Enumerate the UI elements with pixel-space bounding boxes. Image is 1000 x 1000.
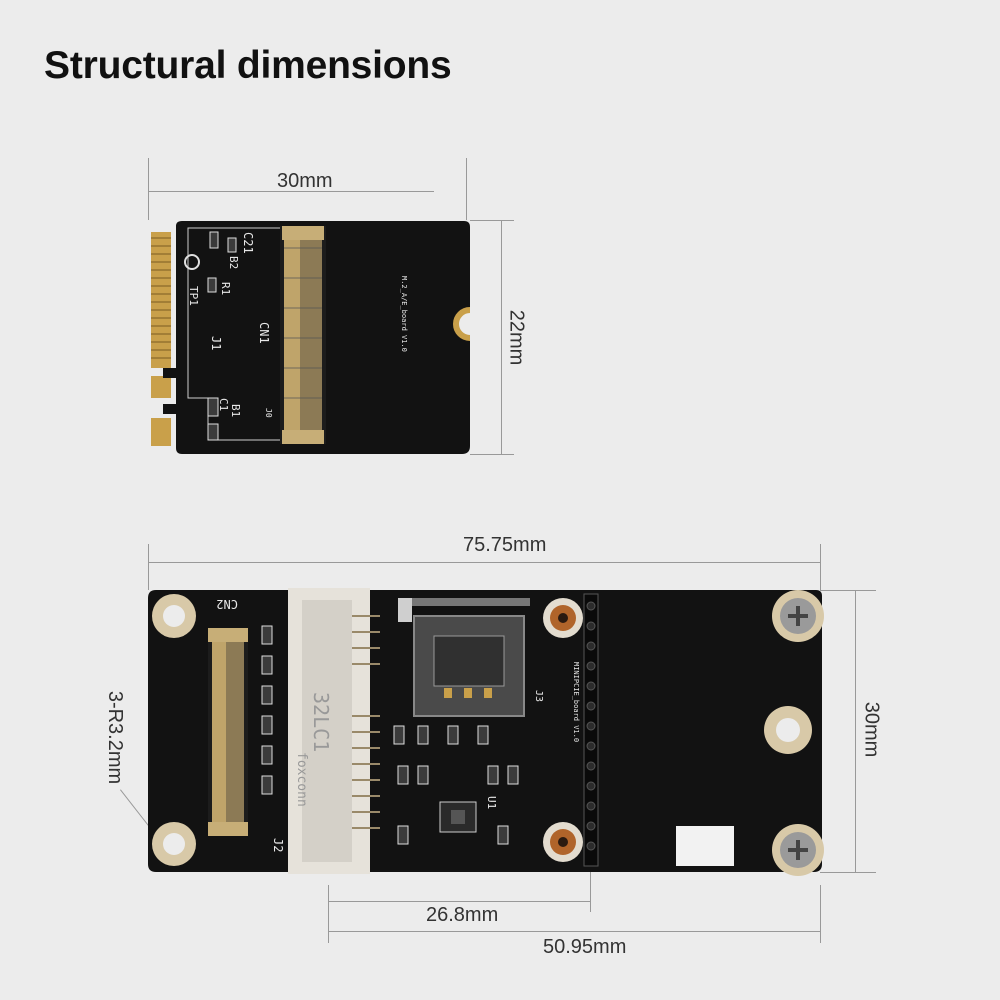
large-height-ext-bottom bbox=[820, 872, 876, 873]
large-width-ext-left bbox=[148, 544, 149, 590]
offset1-label: 26.8mm bbox=[426, 904, 499, 926]
copper-pad-icon bbox=[543, 598, 583, 638]
silk-board-name: M.2_A/E_board V1.0 bbox=[400, 276, 408, 352]
small-width-ext-right bbox=[466, 158, 467, 220]
mounting-hole-icon bbox=[152, 594, 196, 638]
large-width-label: 75.75mm bbox=[463, 534, 547, 556]
silk-tp1: TP1 bbox=[187, 286, 200, 306]
silk-cn2: CN2 bbox=[216, 597, 238, 611]
silk-c1: C1 bbox=[217, 398, 230, 411]
copper-pad-icon bbox=[543, 822, 583, 862]
gold-fingers bbox=[151, 232, 171, 446]
small-height-dim-line bbox=[501, 220, 502, 454]
offset2-ext-right bbox=[820, 885, 821, 943]
silk-j3: J3 bbox=[533, 690, 544, 702]
mounting-hole-icon bbox=[764, 706, 812, 754]
fpc-connector-cn1 bbox=[280, 226, 326, 444]
mounting-hole-icon bbox=[152, 822, 196, 866]
small-board: TP1 R1 B2 C21 J1 CN1 C1 B1 J0 M.2_A/E_bo… bbox=[151, 221, 471, 454]
large-width-dim-line bbox=[148, 562, 821, 563]
offset2-dim-line bbox=[328, 931, 821, 932]
small-width-label: 30mm bbox=[277, 170, 333, 192]
silk-cn1: CN1 bbox=[257, 322, 271, 344]
screw-icon bbox=[772, 590, 824, 642]
offset-ext-left bbox=[328, 885, 329, 943]
small-height-ext-top bbox=[470, 220, 514, 221]
large-height-ext-top bbox=[820, 590, 876, 591]
silk-r1: R1 bbox=[219, 282, 232, 295]
large-height-dim-line bbox=[855, 590, 856, 872]
silk-board-name: MINIPCIE_board V1.0 bbox=[572, 662, 580, 742]
small-width-dim-line bbox=[148, 191, 434, 192]
silk-c21: C21 bbox=[241, 232, 255, 254]
offset2-label: 50.95mm bbox=[543, 936, 627, 958]
small-width-ext-left bbox=[148, 158, 149, 220]
silk-u1: U1 bbox=[485, 796, 498, 809]
minipcie-socket bbox=[288, 588, 380, 874]
test-pad bbox=[676, 826, 734, 866]
silk-socket-part: 32LC1 bbox=[309, 692, 333, 752]
silk-j2: J2 bbox=[271, 838, 285, 852]
small-height-ext-bottom bbox=[470, 454, 514, 455]
fpc-connector-cn2 bbox=[208, 628, 248, 836]
silk-j1: J1 bbox=[209, 336, 223, 350]
passive-components bbox=[261, 625, 519, 845]
large-width-ext-right bbox=[820, 544, 821, 590]
chip-u1 bbox=[439, 801, 477, 833]
offset1-ext-right bbox=[590, 862, 591, 912]
screw-icon bbox=[772, 824, 824, 876]
test-point-icon bbox=[184, 254, 200, 270]
silk-j0: J0 bbox=[264, 408, 273, 418]
small-height-label: 22mm bbox=[505, 309, 528, 366]
sim-card-holder bbox=[398, 598, 530, 717]
silk-b1: B1 bbox=[229, 404, 242, 417]
hole-radius-label: 3-R3.2mm bbox=[104, 690, 127, 785]
silk-socket-brand: foxconn bbox=[294, 752, 309, 807]
offset1-dim-line bbox=[328, 901, 590, 902]
large-board: CN2 J2 32LC1 foxconn U1 J3 MINIPCIE_boar… bbox=[148, 588, 824, 876]
pin-header bbox=[583, 593, 599, 867]
silk-b2: B2 bbox=[227, 256, 240, 269]
page-title: Structural dimensions bbox=[44, 44, 452, 87]
large-height-label: 30mm bbox=[860, 701, 883, 758]
